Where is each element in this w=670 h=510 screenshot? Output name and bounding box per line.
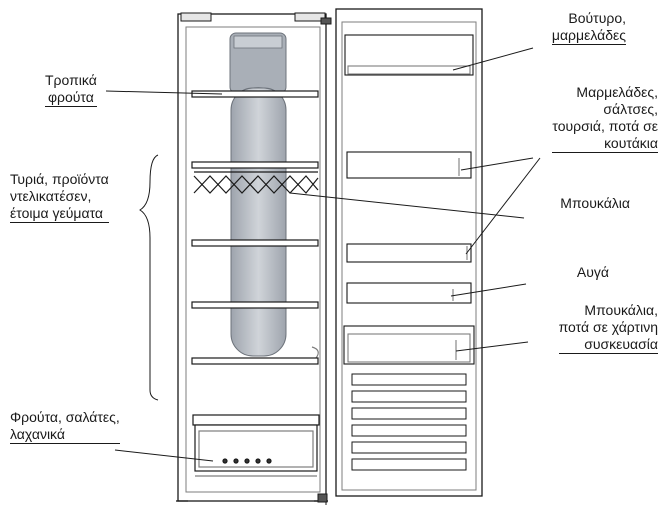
leader-fruit-veg bbox=[114, 449, 214, 462]
leader-lines bbox=[105, 47, 541, 462]
label-cheese-deli: Τυριά, προϊόντα ντελικατέσεν, έτοιμα γεύ… bbox=[10, 171, 109, 223]
brace-cheese bbox=[139, 154, 159, 401]
shelf-5 bbox=[191, 357, 319, 365]
leader-jams-2 bbox=[465, 157, 541, 255]
bottle-rack bbox=[193, 171, 319, 194]
label-eggs: Αυγά bbox=[576, 264, 609, 280]
label-jams-sauces: Μαρμελάδες, σάλτσες, τουρσιά, ποτά σε κο… bbox=[552, 84, 658, 153]
crisper-drawer bbox=[192, 414, 320, 477]
label-butter-jam: Βούτυρο, μαρμελάδες bbox=[551, 10, 626, 45]
door-hinge bbox=[317, 17, 332, 505]
leader-eggs bbox=[450, 283, 527, 297]
leader-bottles-carton bbox=[455, 341, 529, 352]
shelf-2 bbox=[191, 161, 319, 169]
shelf-3 bbox=[191, 239, 319, 247]
egg-tray bbox=[346, 282, 472, 304]
glass-shelves bbox=[191, 90, 319, 365]
label-fruit-veg: Φρούτα, σαλάτες, λαχανικά bbox=[10, 409, 120, 444]
label-bottles: Μπουκάλια bbox=[560, 195, 630, 211]
label-tropical-fruit: Τροπικά φρούτα bbox=[45, 72, 97, 107]
door-compartments bbox=[343, 34, 475, 365]
leader-bottles-top bbox=[289, 192, 525, 219]
leader-tropical bbox=[105, 90, 223, 95]
door-bin-2 bbox=[346, 243, 472, 263]
door-bin-1 bbox=[346, 151, 472, 179]
label-bottles-carton: Μπουκάλια, ποτά σε χάρτινη συσκευασία bbox=[558, 302, 658, 354]
door-vents bbox=[351, 373, 467, 471]
shelf-4 bbox=[191, 301, 319, 309]
shelf-1 bbox=[191, 90, 319, 98]
air-channel bbox=[229, 32, 319, 359]
leader-jams bbox=[460, 157, 534, 171]
leader-butter bbox=[452, 47, 534, 71]
